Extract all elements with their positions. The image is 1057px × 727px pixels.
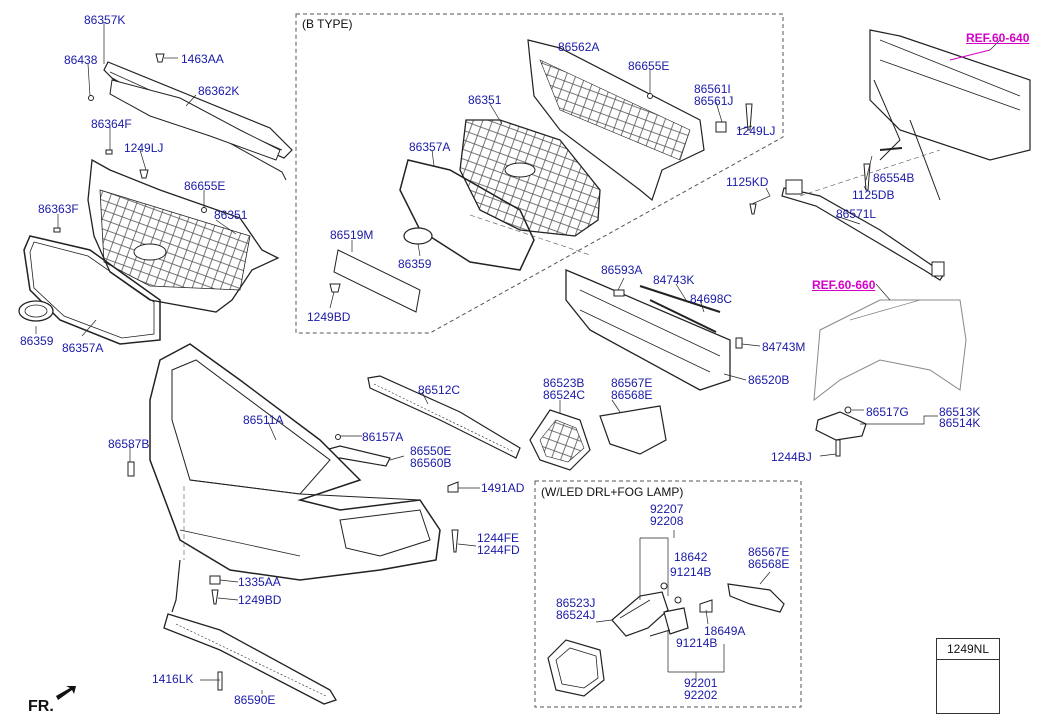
part-label-86362k[interactable]: 86362K (198, 84, 240, 98)
grille-frame-btype (399, 159, 535, 271)
bracket-86513K (815, 411, 867, 441)
part-label-86593a[interactable]: 86593A (601, 263, 643, 277)
legend-box-1249NL: 1249NL (936, 638, 1000, 714)
part-label-86571l[interactable]: 86571L (836, 207, 877, 221)
part-label-86550e[interactable]: 86550E (410, 444, 452, 458)
part-label-92201[interactable]: 92201 (684, 676, 718, 690)
part-label-1244fd[interactable]: 1244FD (477, 543, 520, 557)
part-label-86438[interactable]: 86438 (64, 53, 98, 67)
part-label-86561i[interactable]: 86561I (694, 82, 731, 96)
part-label-1249bd[interactable]: 1249BD (307, 310, 351, 324)
part-label-86523j[interactable]: 86523J (556, 596, 596, 610)
part-label-86655e[interactable]: 86655E (628, 59, 670, 73)
part-label-86513k[interactable]: 86513K (939, 405, 981, 419)
part-label-86590e[interactable]: 86590E (234, 693, 276, 707)
part-label-86567e[interactable]: 86567E (748, 545, 790, 559)
part-label-1335aa[interactable]: 1335AA (238, 575, 281, 589)
part-label-92207[interactable]: 92207 (650, 502, 684, 516)
part-label-86561j[interactable]: 86561J (694, 94, 734, 108)
part-label-86514k[interactable]: 86514K (939, 416, 981, 430)
lower-lip-86590E (163, 613, 337, 705)
ref-60-640[interactable]: REF.60-640 (966, 31, 1030, 45)
cover-86567E-drl (727, 583, 785, 613)
part-label-86587b[interactable]: 86587B (108, 437, 150, 451)
part-label-1249lj[interactable]: 1249LJ (736, 124, 776, 138)
b-type-box (295, 13, 784, 334)
part-label-92202[interactable]: 92202 (684, 688, 718, 702)
part-label-86560b[interactable]: 86560B (410, 456, 452, 470)
led-drl-title: (W/LED DRL+FOG LAMP) (541, 485, 684, 499)
part-label-86157a[interactable]: 86157A (362, 430, 404, 444)
fog-lamp-socket (663, 607, 689, 635)
part-label-86524j[interactable]: 86524J (556, 608, 596, 622)
part-label-86357k[interactable]: 86357K (84, 13, 126, 27)
led-drl-box (534, 480, 802, 708)
part-label-1249bd[interactable]: 1249BD (238, 593, 282, 607)
part-label-18642[interactable]: 18642 (674, 550, 708, 564)
part-label-1125kd[interactable]: 1125KD (726, 175, 769, 189)
part-label-86524c[interactable]: 86524C (543, 388, 586, 402)
part-label-86511a[interactable]: 86511A (243, 413, 284, 427)
grille-emblem-mount (133, 243, 167, 261)
part-label-86359[interactable]: 86359 (398, 257, 432, 271)
reinforcement-86512C (367, 375, 521, 459)
front-direction-label: FR. (28, 698, 54, 715)
grille-upper-cover (109, 79, 281, 161)
part-label-86520b[interactable]: 86520B (748, 373, 790, 387)
part-label-18649a[interactable]: 18649A (704, 624, 746, 638)
emblem-86359-left (18, 300, 54, 322)
part-label-86567e[interactable]: 86567E (611, 376, 653, 390)
part-label-1416lk[interactable]: 1416LK (152, 672, 194, 686)
part-label-1463aa[interactable]: 1463AA (181, 52, 224, 66)
part-label-86364f[interactable]: 86364F (91, 117, 132, 131)
part-label-86363f[interactable]: 86363F (38, 202, 79, 216)
part-label-91214b[interactable]: 91214B (670, 565, 712, 579)
leader-lines (35, 22, 1001, 694)
part-label-1125db[interactable]: 1125DB (852, 188, 895, 202)
part-label-86357a[interactable]: 86357A (62, 341, 104, 355)
part-label-1491ad[interactable]: 1491AD (481, 481, 525, 495)
part-label-1244bj[interactable]: 1244BJ (771, 450, 812, 464)
part-label-86554b[interactable]: 86554B (873, 171, 915, 185)
cover-86567E (599, 405, 667, 455)
part-label-86519m[interactable]: 86519M (330, 228, 374, 242)
part-label-86359[interactable]: 86359 (20, 334, 54, 348)
part-label-84698c[interactable]: 84698C (690, 292, 733, 306)
grille-frame-86357A (23, 235, 161, 345)
part-label-86562a[interactable]: 86562A (558, 40, 600, 54)
b-type-title: (B TYPE) (302, 17, 353, 31)
fender (813, 299, 967, 402)
legend-code: 1249NL (937, 639, 999, 660)
part-label-86512c[interactable]: 86512C (418, 383, 461, 397)
part-label-86351[interactable]: 86351 (214, 208, 248, 222)
grille-86351-btype (459, 119, 601, 237)
part-label-86568e[interactable]: 86568E (611, 388, 653, 402)
radiator-support (869, 29, 1031, 161)
part-label-86351[interactable]: 86351 (468, 93, 502, 107)
part-label-84743m[interactable]: 84743M (762, 340, 806, 354)
energy-absorber-86520B (565, 269, 731, 391)
bracket-86519M (333, 249, 421, 313)
front-direction-arrow-icon (56, 686, 76, 700)
part-label-86568e[interactable]: 86568E (748, 557, 790, 571)
part-label-1244fe[interactable]: 1244FE (477, 531, 520, 545)
part-label-92208[interactable]: 92208 (650, 514, 684, 528)
part-label-86517g[interactable]: 86517G (866, 405, 909, 419)
part-label-86357a[interactable]: 86357A (409, 140, 451, 154)
part-label-86655e[interactable]: 86655E (184, 179, 226, 193)
stay-86571L (781, 187, 945, 281)
part-label-84743k[interactable]: 84743K (653, 273, 695, 287)
part-label-91214b[interactable]: 91214B (676, 636, 718, 650)
part-label-86523b[interactable]: 86523B (543, 376, 585, 390)
emblem-86359-btype (403, 227, 433, 245)
ref-60-660[interactable]: REF.60-660 (812, 278, 876, 292)
part-label-1249lj[interactable]: 1249LJ (124, 141, 164, 155)
